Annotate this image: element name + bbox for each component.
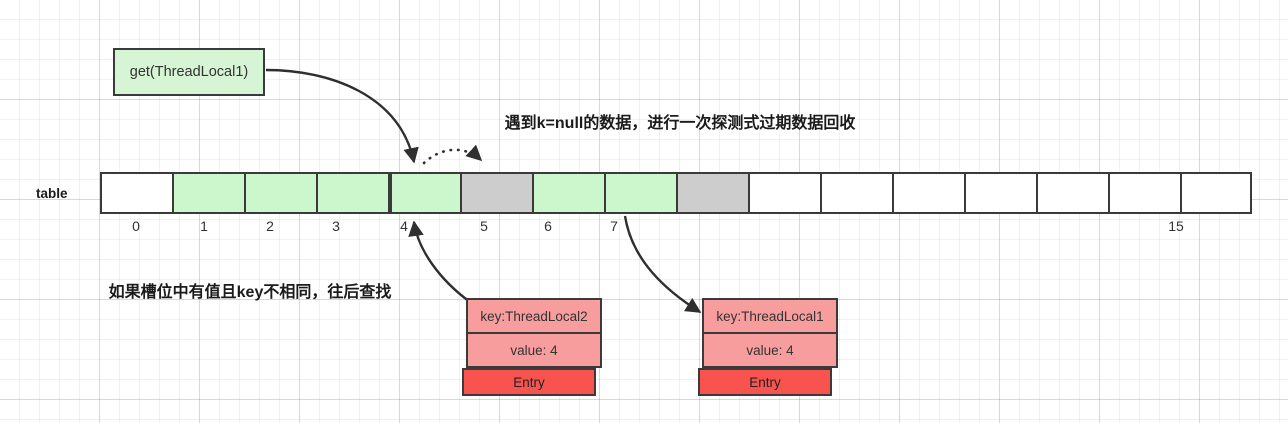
index-label-7: 7 — [610, 218, 618, 234]
entry-footer-label: Entry — [698, 368, 832, 396]
annotation-stale-cleanup: 遇到k=null的数据，进行一次探测式过期数据回收 — [504, 115, 856, 132]
table-cell-6[interactable] — [532, 172, 604, 214]
index-label-3: 3 — [332, 218, 340, 234]
table-label: table — [36, 186, 68, 201]
table-cell-5[interactable] — [460, 172, 532, 214]
table-cell-8[interactable] — [676, 172, 748, 214]
table-cell-4[interactable] — [388, 172, 460, 214]
table-cell-9[interactable] — [748, 172, 820, 214]
index-label-5: 5 — [480, 218, 488, 234]
threadlocal-table — [100, 172, 1252, 214]
get-box-label: get(ThreadLocal1) — [129, 64, 249, 80]
entry-key-label: key:ThreadLocal1 — [702, 298, 838, 334]
table-cell-0[interactable] — [100, 172, 172, 214]
index-label-2: 2 — [266, 218, 274, 234]
connector-probe-dotted — [422, 144, 483, 165]
index-label-15: 15 — [1168, 218, 1184, 234]
table-cell-1[interactable] — [172, 172, 244, 214]
index-label-1: 1 — [200, 218, 208, 234]
index-label-6: 6 — [544, 218, 552, 234]
table-cell-7[interactable] — [604, 172, 676, 214]
connector-get-to-slot4 — [265, 68, 419, 164]
entry-footer-label: Entry — [462, 368, 596, 396]
table-cell-2[interactable] — [244, 172, 316, 214]
index-label-4: 4 — [400, 218, 408, 234]
entry-key-label: key:ThreadLocal2 — [466, 298, 602, 334]
connector-entry2-to-slot4 — [408, 220, 471, 303]
table-cell-13[interactable] — [1036, 172, 1108, 214]
table-cell-11[interactable] — [892, 172, 964, 214]
entry-value-label: value: 4 — [466, 332, 602, 368]
annotation-linear-probe: 如果槽位中有值且key不相同，往后查找 — [108, 284, 392, 301]
table-cell-3[interactable] — [316, 172, 388, 214]
table-cell-12[interactable] — [964, 172, 1036, 214]
index-label-0: 0 — [132, 218, 140, 234]
get-threadlocal-box[interactable]: get(ThreadLocal1) — [113, 48, 265, 96]
table-cell-14[interactable] — [1108, 172, 1180, 214]
entry-value-label: value: 4 — [702, 332, 838, 368]
table-cell-15[interactable] — [1180, 172, 1252, 214]
table-cell-10[interactable] — [820, 172, 892, 214]
